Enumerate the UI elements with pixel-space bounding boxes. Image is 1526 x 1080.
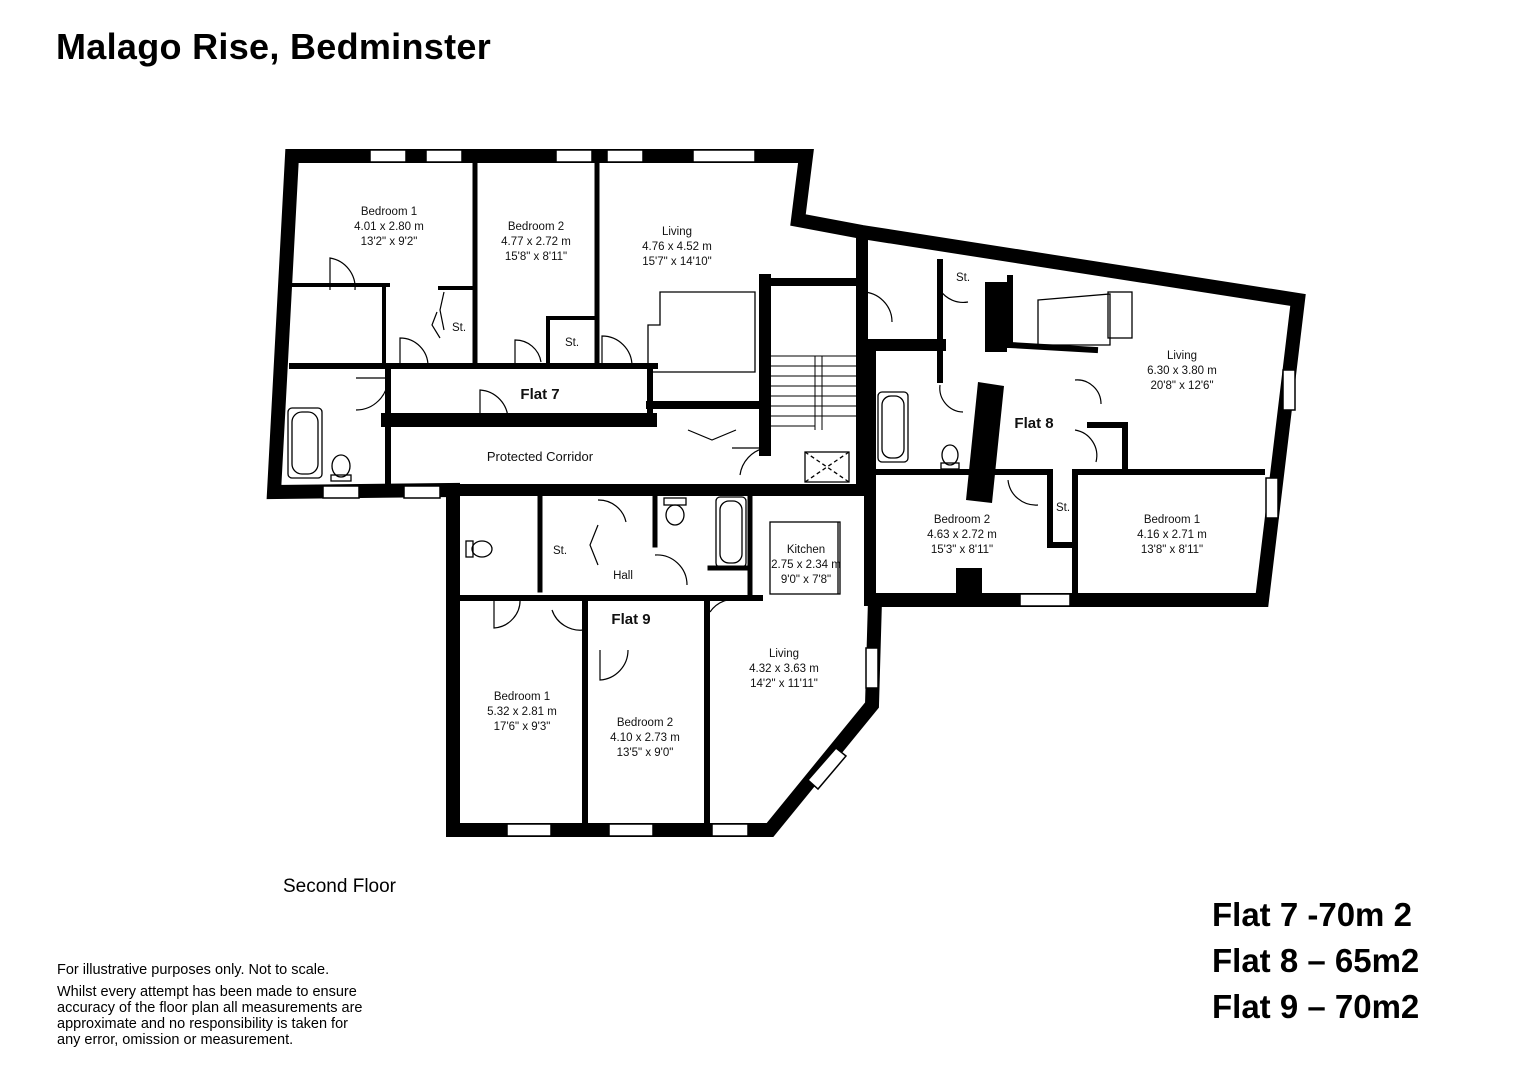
storage-label: St. [956,272,970,284]
room-metric: 4.01 x 2.80 m [354,221,424,233]
flat-8-area: Flat 8 – 65m2 [1212,942,1420,979]
room-name: Bedroom 1 [1144,514,1200,526]
room-imperial: 14'2" x 11'11" [750,678,818,690]
room-metric: 4.63 x 2.72 m [927,529,997,541]
room-imperial: 9'0" x 7'8" [781,574,831,586]
door-swings [329,257,1102,681]
room-label: Kitchen 2.75 x 2.34 m 9'0" x 7'8" [771,544,841,586]
room-name: Bedroom 2 [617,717,673,729]
room-imperial: 20'8" x 12'6" [1150,380,1213,392]
room-imperial: 13'2" x 9'2" [361,236,418,248]
flat-8-label: Flat 8 [1014,415,1053,432]
interior-walls [289,160,1265,833]
fixtures [287,291,1133,595]
disclaimer-line-2: Whilst every attempt has been made to en… [57,984,363,1048]
room-metric: 4.16 x 2.71 m [1137,529,1207,541]
room-name: Living [769,648,799,660]
room-label: Bedroom 1 4.16 x 2.71 m 13'8" x 8'11" [1137,514,1207,556]
room-label: Bedroom 2 4.10 x 2.73 m 13'5" x 9'0" [610,717,680,759]
room-label: Bedroom 2 4.77 x 2.72 m 15'8" x 8'11" [501,221,571,263]
room-label: Bedroom 2 4.63 x 2.72 m 15'3" x 8'11" [927,514,997,556]
room-label: Living 4.76 x 4.52 m 15'7" x 14'10" [642,226,712,268]
room-name: Bedroom 1 [361,206,417,218]
room-metric: 4.32 x 3.63 m [749,663,819,675]
room-name: Bedroom 2 [508,221,564,233]
storage-label: St. [553,545,567,557]
room-name: Bedroom 2 [934,514,990,526]
room-metric: 2.75 x 2.34 m [771,559,841,571]
room-label: Bedroom 1 4.01 x 2.80 m 13'2" x 9'2" [354,206,424,248]
room-name: Living [662,226,692,238]
windows [322,149,1296,837]
room-metric: 4.77 x 2.72 m [501,236,571,248]
page-title: Malago Rise, Bedminster [56,26,492,67]
room-metric: 6.30 x 3.80 m [1147,365,1217,377]
storage-label: St. [1056,502,1070,514]
flat-7-label: Flat 7 [520,386,559,403]
storage-label: St. [452,322,466,334]
room-metric: 4.10 x 2.73 m [610,732,680,744]
room-imperial: 15'7" x 14'10" [642,256,711,268]
room-imperial: 13'8" x 8'11" [1141,544,1203,556]
room-name: Kitchen [787,544,825,556]
disclaimer-line-1: For illustrative purposes only. Not to s… [57,962,330,978]
room-label: Bedroom 1 5.32 x 2.81 m 17'6" x 9'3" [487,691,557,733]
room-imperial: 15'3" x 8'11" [931,544,993,556]
room-name: Bedroom 1 [494,691,550,703]
hall-label: Hall [613,570,633,582]
flat-9-label: Flat 9 [611,611,650,628]
room-label: Living 4.32 x 3.63 m 14'2" x 11'11" [749,648,819,690]
flat-9-area: Flat 9 – 70m2 [1212,988,1420,1025]
room-labels: Bedroom 1 4.01 x 2.80 m 13'2" x 9'2" Bed… [354,206,1217,759]
room-metric: 5.32 x 2.81 m [487,706,557,718]
storage-label: St. [565,337,579,349]
room-metric: 4.76 x 4.52 m [642,241,712,253]
room-name: Living [1167,350,1197,362]
room-label: Living 6.30 x 3.80 m 20'8" x 12'6" [1147,350,1217,392]
structural-blocks [956,282,1007,602]
flat-7-area: Flat 7 -70m 2 [1212,896,1412,933]
corridor-label: Protected Corridor [487,449,594,464]
room-imperial: 13'5" x 9'0" [617,747,674,759]
room-imperial: 15'8" x 8'11" [505,251,567,263]
room-imperial: 17'6" x 9'3" [494,721,551,733]
floor-label: Second Floor [283,876,397,897]
